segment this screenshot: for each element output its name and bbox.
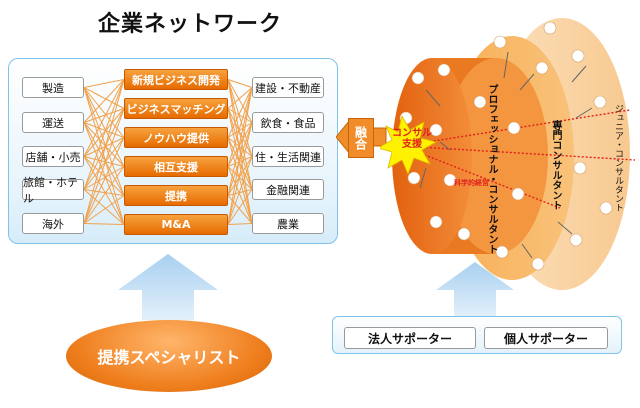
professional-face — [392, 58, 472, 254]
network-title: 企業ネットワーク — [97, 12, 282, 37]
junior-label: ジュニア・コンサルタント — [613, 104, 623, 212]
service-item-4: 提携 — [124, 185, 228, 206]
service-item-1: ビジネスマッチング — [124, 98, 228, 119]
professional-label: プロフェッショナル・コンサルタント — [486, 84, 497, 254]
right-industry-item-2: 住・生活関連 — [252, 146, 324, 167]
service-item-5: M&A — [124, 214, 228, 235]
service-item-0: 新規ビジネス開発 — [124, 69, 228, 90]
service-item-3: 相互支援 — [124, 156, 228, 177]
right-industry-item-0: 建設・不動産 — [252, 77, 324, 98]
left-industry-item-2: 店舗・小売 — [22, 146, 84, 167]
left-industry-item-1: 運送 — [22, 112, 84, 133]
up-arrow-icon — [436, 262, 514, 318]
left-industry-item-0: 製造 — [22, 77, 84, 98]
right-industry-item-1: 飲食・食品 — [252, 112, 324, 133]
corporate-supporter: 法人サポーター — [344, 327, 476, 349]
science-label: 科学的経営 — [454, 179, 489, 187]
consult-burst — [380, 114, 438, 176]
specialist-ellipse: 提携スペシャリスト — [66, 320, 272, 392]
individual-supporter: 個人サポーター — [484, 327, 608, 349]
consult-burst-label: コンサル支援 — [392, 128, 432, 150]
consultant-cylinders — [380, 18, 636, 290]
expert-label: 専門コンサルタント — [550, 120, 561, 210]
right-industry-item-4: 農業 — [252, 213, 324, 234]
up-arrow-icon — [118, 254, 218, 320]
right-industry-item-3: 金融関連 — [252, 179, 324, 200]
left-industry-item-3: 旅館・ホテル — [22, 176, 84, 205]
professional-back — [444, 58, 548, 254]
fusion-label: 融合 — [348, 118, 374, 158]
service-item-2: ノウハウ提供 — [124, 127, 228, 148]
left-industry-item-4: 海外 — [22, 213, 84, 234]
